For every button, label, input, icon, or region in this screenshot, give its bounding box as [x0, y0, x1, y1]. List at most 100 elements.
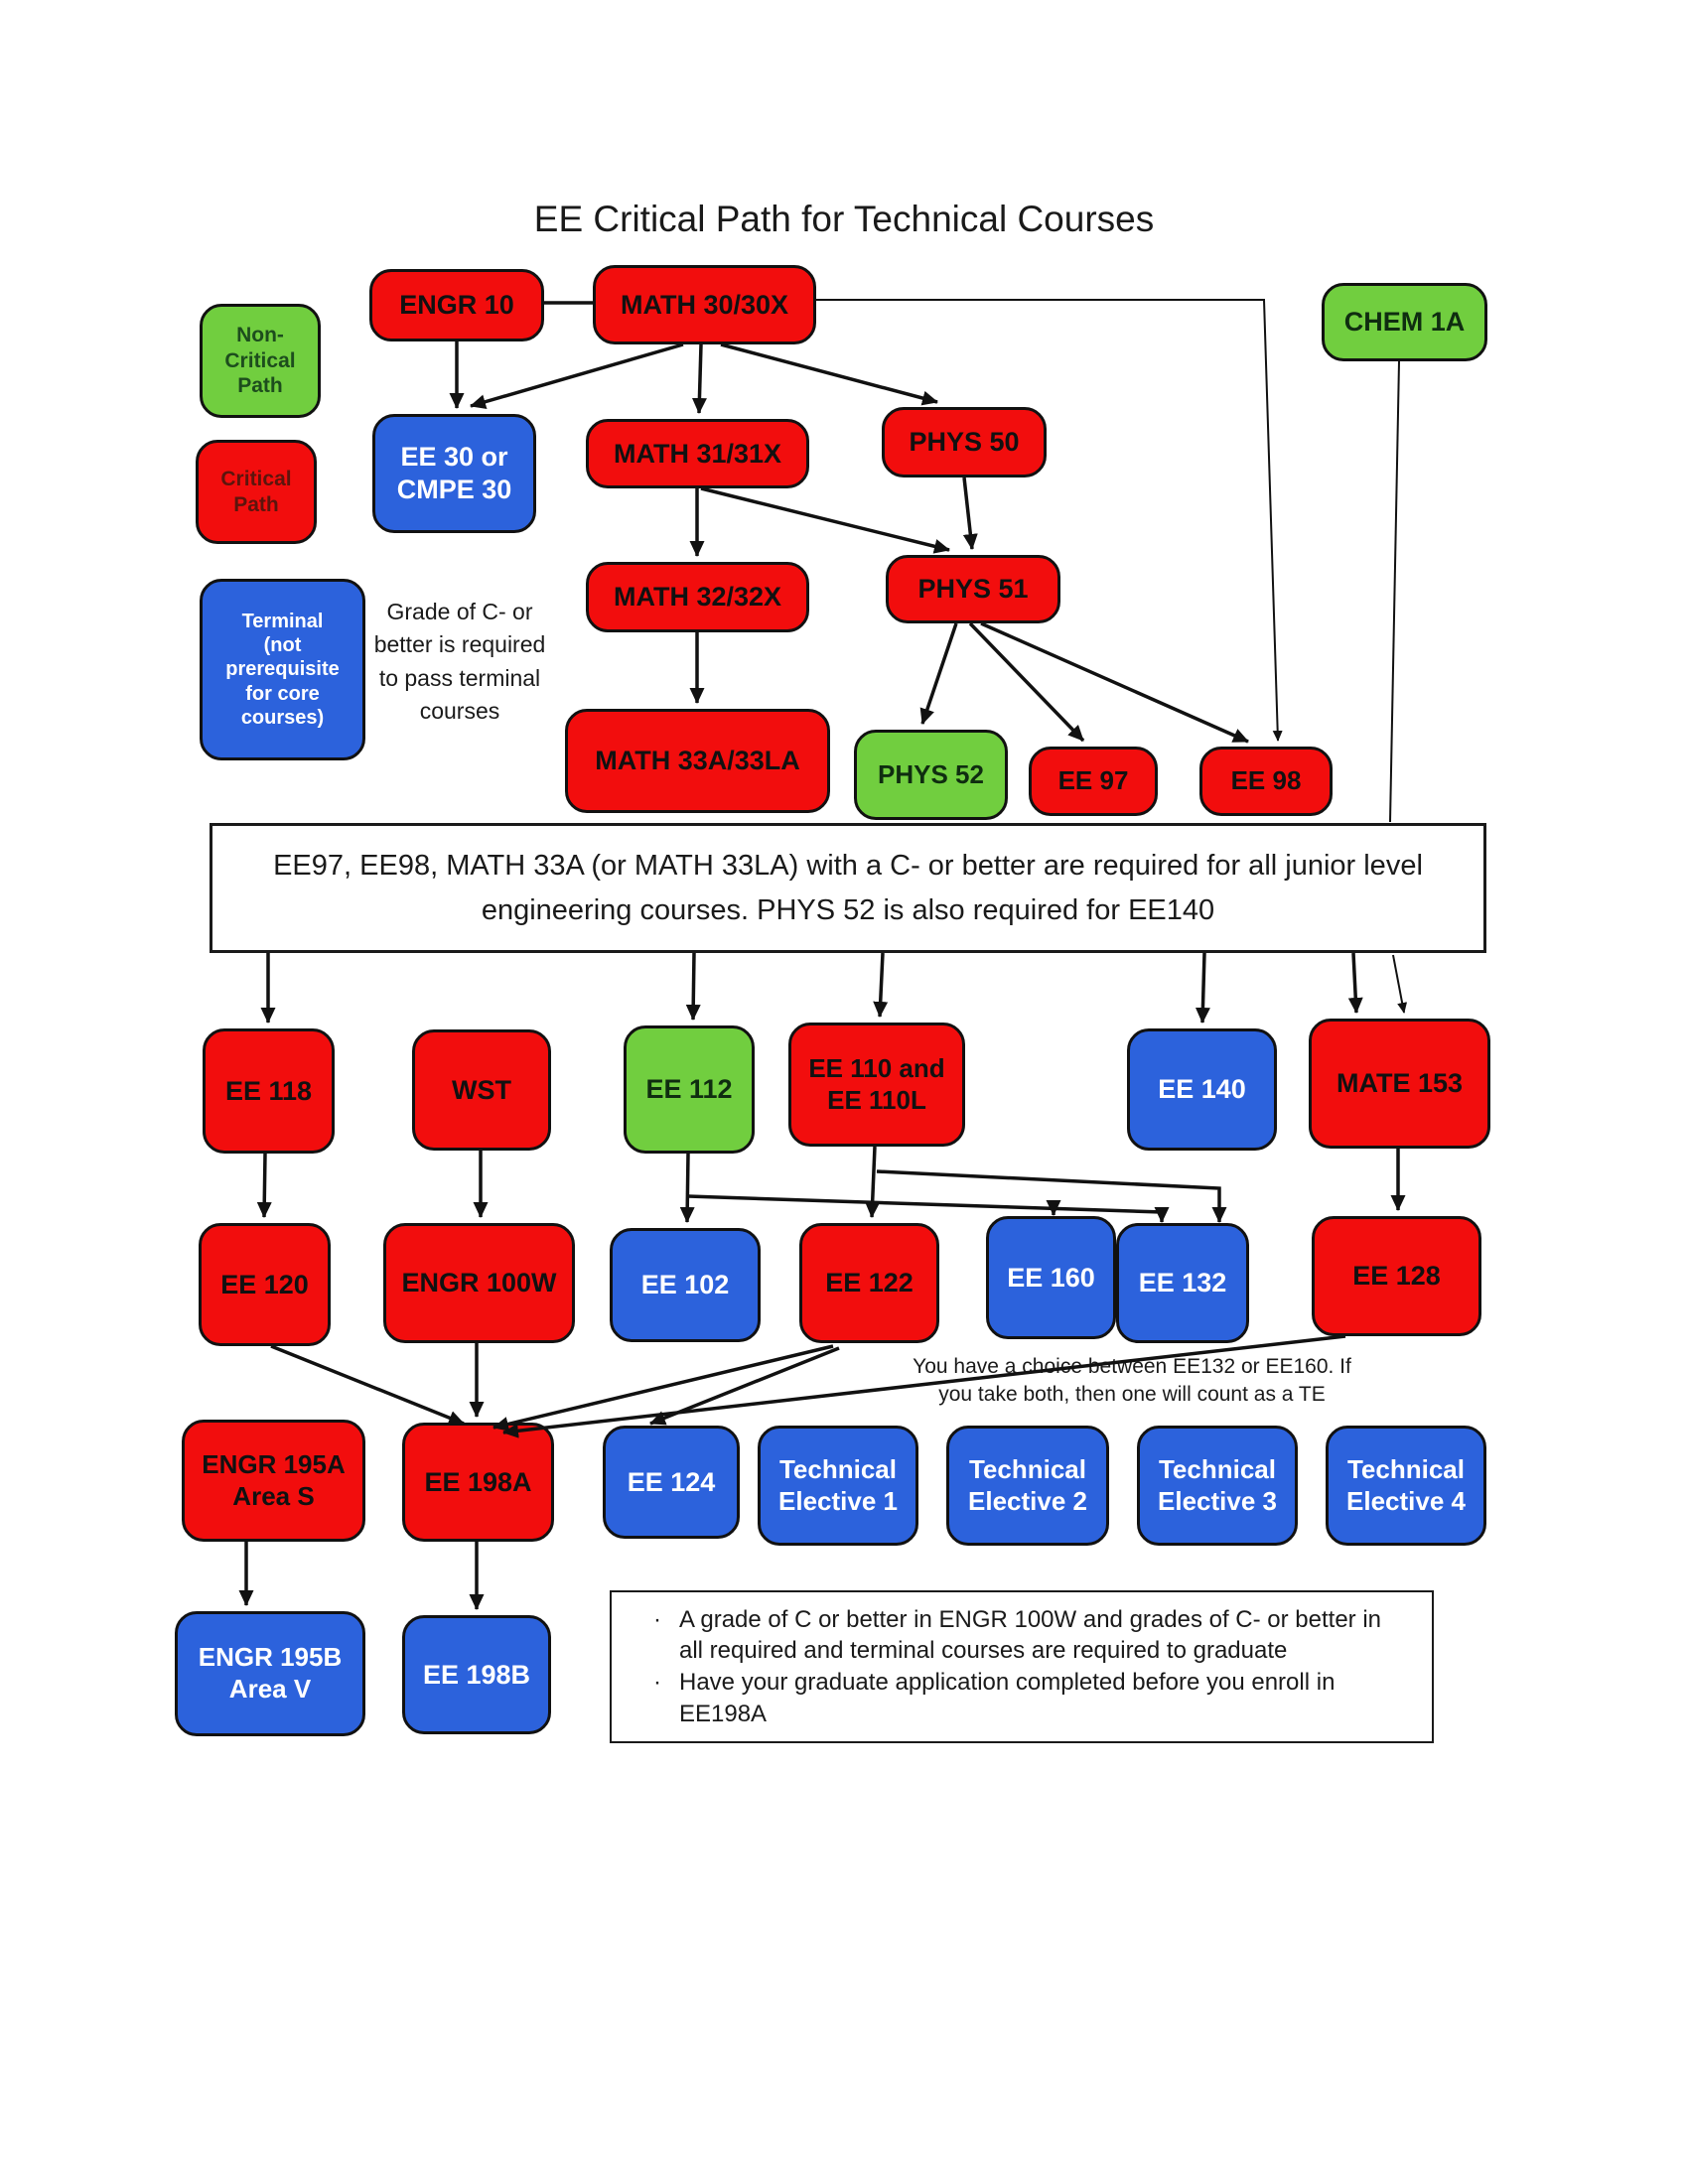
node-label-line: Technical: [778, 1453, 897, 1484]
node-ee-128: EE 128: [1312, 1216, 1481, 1336]
node-phys-52: PHYS 52: [854, 730, 1008, 820]
node-math-33a-33la: MATH 33A/33LA: [565, 709, 830, 813]
node-label-line: EE 98: [1230, 765, 1302, 796]
node-label-line: Elective 2: [968, 1485, 1087, 1516]
node-label-line: EE 198B: [422, 1659, 531, 1690]
node-label-line: EE 128: [1352, 1261, 1441, 1292]
node-ee-112: EE 112: [624, 1025, 755, 1154]
edge-ee122-to-ee198a: [492, 1344, 834, 1432]
node-phys-50: PHYS 50: [882, 407, 1047, 478]
node-math-30-30x: MATH 30/30X: [593, 265, 816, 344]
node-label-line: Critical: [220, 467, 292, 490]
node-label-line: EE 198A: [424, 1466, 532, 1497]
node-label-line: Technical: [1158, 1453, 1276, 1484]
node-label-line: EE 30 or: [400, 442, 508, 473]
edge-chem1a-to-juniorbox: [1389, 360, 1400, 823]
node-label-line: Path: [237, 374, 283, 398]
node-math-32-32x: MATH 32/32X: [586, 562, 809, 632]
node-label-line: ENGR 195B: [198, 1642, 343, 1673]
edge-juniorbox-to-ee140: [1195, 952, 1210, 1024]
node-label-line: EE 120: [220, 1269, 309, 1299]
node-label-line: Critical: [224, 348, 296, 372]
node-phys-51: PHYS 51: [886, 555, 1060, 623]
ee132-ee160-choice-note: You have a choice between EE132 or EE160…: [913, 1355, 1351, 1407]
node-label-line: EE 118: [224, 1075, 313, 1106]
page-title: EE Critical Path for Technical Courses: [533, 199, 1155, 239]
node-label-line: courses): [240, 707, 325, 730]
node-label-line: EE 97: [1057, 765, 1129, 796]
node-label-line: WST: [452, 1074, 511, 1105]
node-label-line: EE 122: [825, 1268, 914, 1298]
node-label-line: MATH 31/31X: [613, 438, 782, 469]
edge-math30-to-math31: [691, 343, 707, 414]
node-label-line: ENGR 10: [399, 290, 514, 321]
edge-ee118-to-ee120: [256, 1153, 272, 1218]
graduation-notes-box: · A grade of C or better in ENGR 100W an…: [610, 1590, 1434, 1743]
node-ee-124: EE 124: [603, 1426, 740, 1539]
node-label-line: EE 110L: [827, 1084, 926, 1115]
node-wst: WST: [412, 1029, 551, 1151]
node-label-line: Area V: [228, 1674, 312, 1704]
edge-math31-to-phys51: [700, 486, 950, 554]
edge-ee112-to-ee102: [679, 1153, 695, 1223]
node-ee-122: EE 122: [799, 1223, 939, 1343]
node-label-line: (not: [263, 633, 302, 656]
node-label-line: for core: [245, 682, 320, 705]
node-label-line: EE 102: [640, 1270, 730, 1300]
edge-juniorbox-to-ee110: [873, 952, 889, 1018]
node-ee-102: EE 102: [610, 1228, 761, 1342]
node-label-line: MATE 153: [1336, 1068, 1464, 1099]
node-math-31-31x: MATH 31/31X: [586, 419, 809, 488]
junior-requirements-note-box: EE97, EE98, MATH 33A (or MATH 33LA) with…: [210, 823, 1486, 953]
node-label-line: Path: [233, 492, 279, 516]
node-label-line: EE 140: [1158, 1074, 1246, 1105]
node-label-line: EE 160: [1007, 1262, 1095, 1293]
node-label-line: MATH 32/32X: [613, 582, 782, 613]
node-ee-97: EE 97: [1029, 747, 1158, 816]
edge-math30-to-ee30: [470, 342, 684, 410]
node-ee-98: EE 98: [1199, 747, 1333, 816]
edge-phys51-to-ee98: [980, 621, 1249, 744]
node-label-line: Terminal: [241, 610, 324, 632]
graduation-note-item: · Have your graduate application complet…: [635, 1667, 1408, 1729]
node-label-line: EE 124: [627, 1466, 716, 1497]
bullet-icon: ·: [653, 1669, 661, 1696]
graduation-note-text: A grade of C or better in ENGR 100W and …: [679, 1605, 1382, 1665]
node-label-line: PHYS 50: [909, 427, 1020, 458]
node-ee-198b: EE 198B: [402, 1615, 551, 1734]
junior-requirements-note-text: EE97, EE98, MATH 33A (or MATH 33LA) with…: [273, 849, 1423, 926]
edge-ee122-to-ee124: [649, 1346, 840, 1426]
node-mate-153: MATE 153: [1309, 1019, 1490, 1149]
edge-ee110-branch-to-ee132: [876, 1169, 1227, 1223]
node-ee-120: EE 120: [199, 1223, 331, 1346]
node-label-line: Technical: [1346, 1453, 1465, 1484]
node-label-line: CMPE 30: [396, 475, 512, 504]
edge-ee120-to-ee198a: [270, 1344, 465, 1426]
node-label-line: Area S: [232, 1480, 315, 1511]
bullet-icon: ·: [653, 1605, 661, 1633]
grade-note: Grade of C- or better is required to pas…: [373, 599, 546, 725]
node-label-line: Elective 3: [1158, 1485, 1277, 1516]
node-ee-160: EE 160: [986, 1216, 1116, 1339]
node-label-line: MATH 33A/33LA: [595, 746, 800, 776]
node-label-line: Technical: [968, 1453, 1086, 1484]
node-label-line: EE 112: [645, 1074, 733, 1105]
node-label-line: Non-: [236, 324, 284, 347]
node-chem-1a: CHEM 1A: [1322, 283, 1487, 361]
node-label-line: CHEM 1A: [1343, 307, 1466, 338]
edge-ee110-to-ee122: [865, 1146, 881, 1218]
edge-math30-to-ee98: [816, 299, 1283, 742]
node-label-line: PHYS 52: [878, 758, 984, 789]
